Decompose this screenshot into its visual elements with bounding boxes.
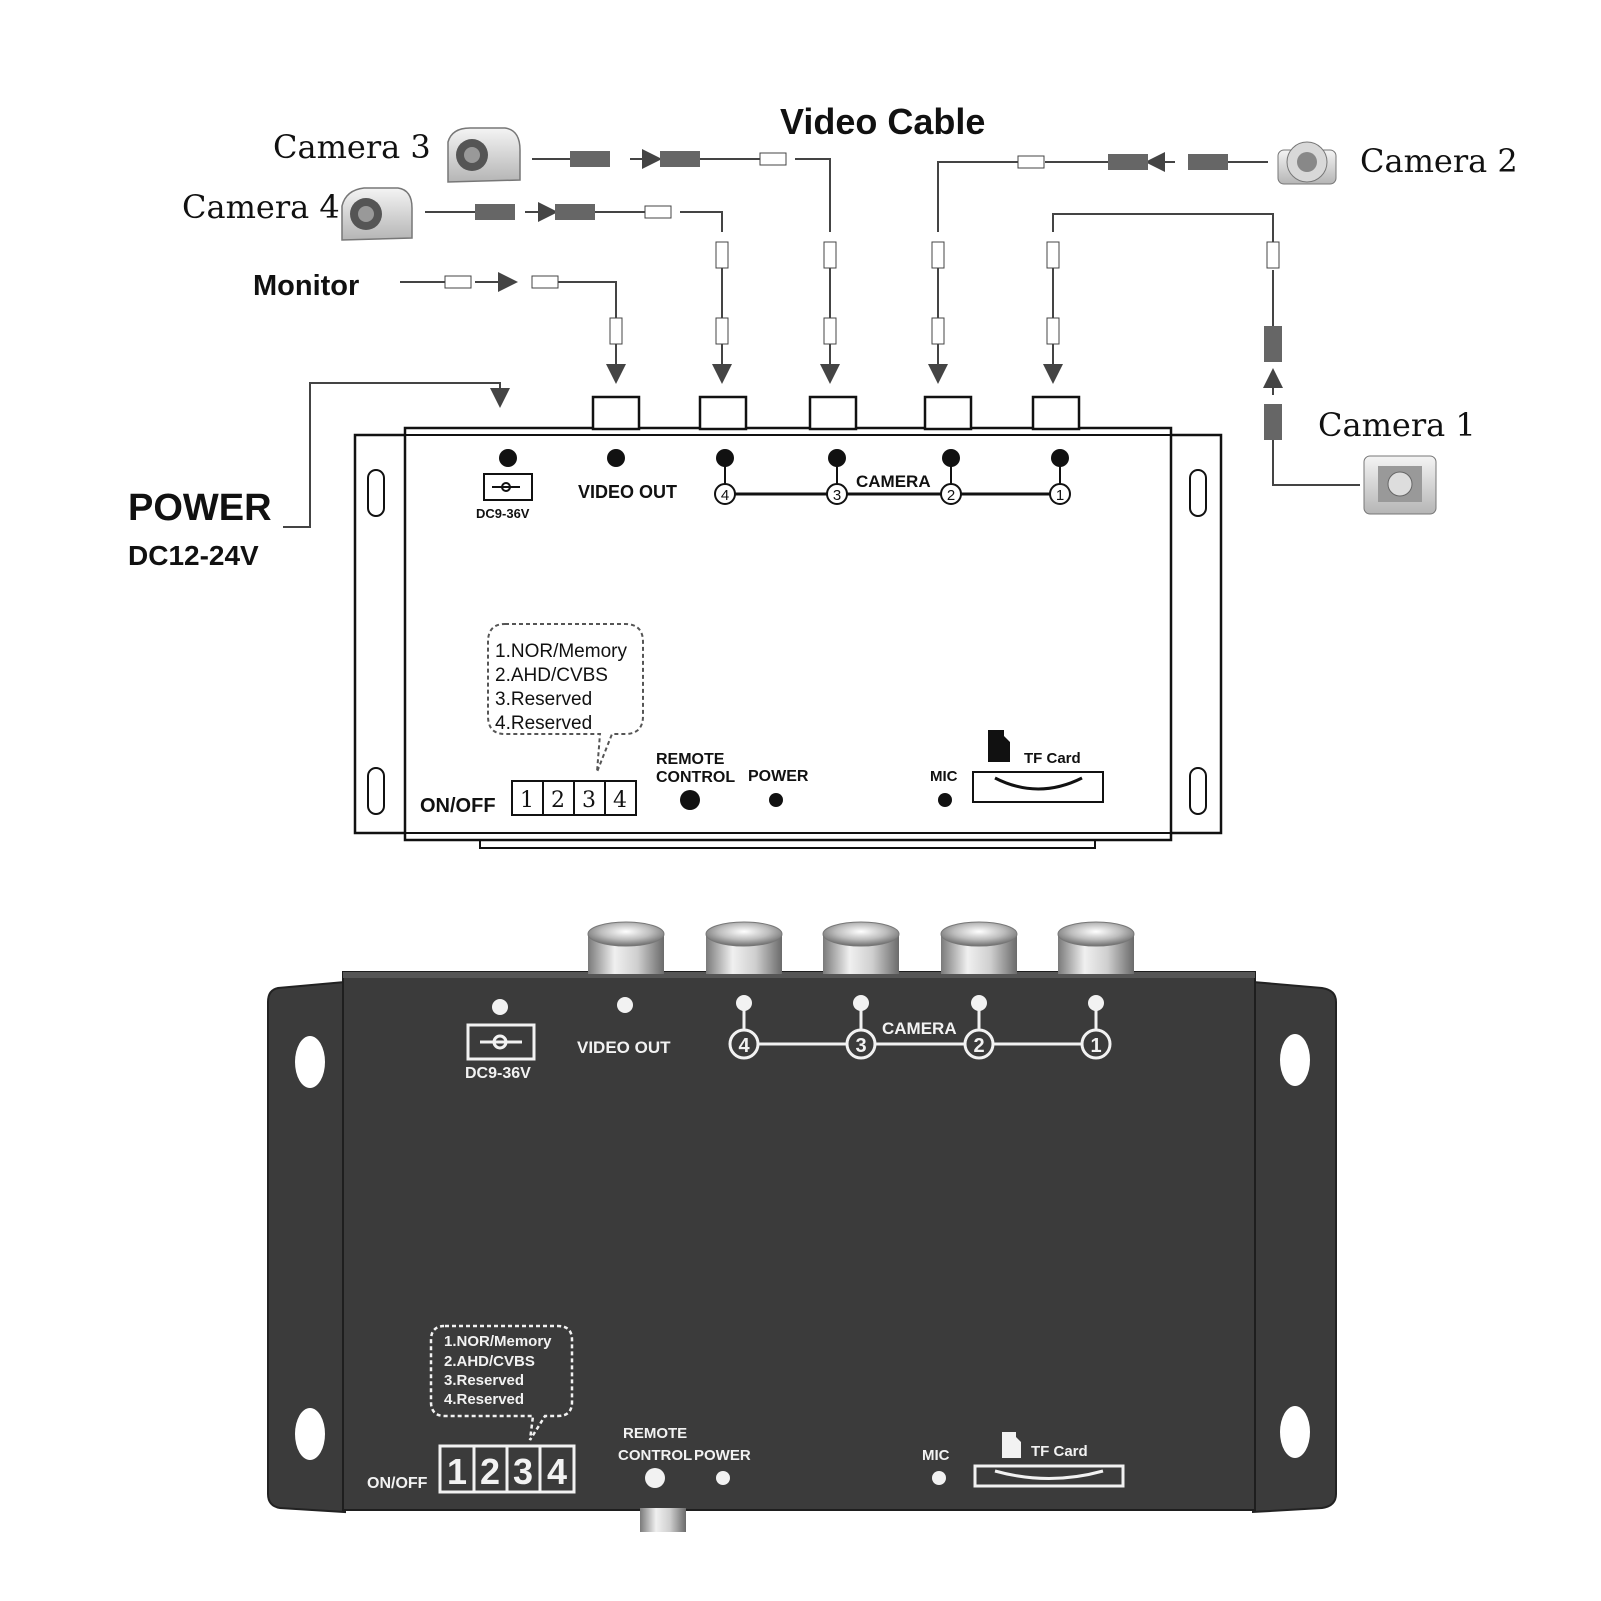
rca-connector-camera-4[interactable]	[705, 921, 783, 974]
remote-control-jack[interactable]	[680, 790, 700, 810]
photo-dip-note-4: 4.Reserved	[444, 1391, 524, 1408]
photo-dc-power-icon	[466, 1023, 536, 1061]
onoff-label: ON/OFF	[420, 795, 496, 817]
dip-note-3: 3.Reserved	[495, 689, 592, 710]
photo-video-out-label: VIDEO OUT	[577, 1038, 671, 1057]
remote-jack-plug	[640, 1508, 686, 1532]
dip-switch-3: 3	[582, 788, 596, 813]
cable-routes	[283, 149, 1360, 528]
photo-port-number-4: 4	[738, 1035, 750, 1057]
photo-dip-switch-1: 1	[447, 1451, 467, 1492]
rca-connector-camera-1[interactable]	[1057, 921, 1135, 974]
camera-1-label: Camera 1	[1318, 406, 1476, 444]
photo-remote-label-line1: REMOTE	[623, 1425, 687, 1442]
photo-port-number-3: 3	[855, 1035, 866, 1057]
photo-remote-label-line2: CONTROL	[618, 1447, 692, 1464]
photo-power-led	[716, 1471, 730, 1485]
tf-card-slot[interactable]	[972, 771, 1104, 803]
port-number-2: 2	[947, 487, 955, 504]
camera-2-icon	[1277, 141, 1337, 185]
power-voltage: DC12-24V	[128, 540, 259, 571]
photo-mic-label: MIC	[922, 1447, 950, 1464]
port-number-3: 3	[833, 487, 841, 504]
photo-dip-switch-3: 3	[513, 1451, 533, 1492]
photo-dip-notes-bubble	[429, 1324, 574, 1441]
dip-notes-bubble	[487, 623, 644, 773]
box-outline-drawing	[353, 395, 1223, 849]
power-led-label: POWER	[748, 768, 809, 785]
photo-dip-note-2: 2.AHD/CVBS	[444, 1353, 535, 1370]
photo-camera-label: CAMERA	[882, 1019, 957, 1038]
photo-tf-card-label: TF Card	[1031, 1443, 1088, 1460]
remote-control-label-line2: CONTROL	[656, 769, 735, 786]
port-circle-1	[1049, 483, 1071, 505]
port-number-4: 4	[721, 487, 729, 504]
dip-note-2: 2.AHD/CVBS	[495, 665, 608, 686]
dc-power-icon	[492, 482, 520, 492]
port-circle-4	[714, 483, 736, 505]
camera-label: CAMERA	[856, 472, 931, 491]
photo-dip-note-3: 3.Reserved	[444, 1372, 524, 1389]
right-mount-flange	[1252, 980, 1337, 1514]
dip-switch-4: 4	[613, 788, 627, 813]
rca-connector-camera-3[interactable]	[822, 921, 900, 974]
left-mount-flange	[267, 980, 346, 1514]
photo-onoff-label: ON/OFF	[367, 1475, 428, 1492]
device-photo: 4 3 2 1 DC9-36V VIDEO OUT CAMERA 1.NOR/M…	[267, 921, 1337, 1532]
port-circle-3	[826, 483, 848, 505]
photo-tf-card-slot[interactable]	[973, 1464, 1125, 1488]
photo-dip-switch-2: 2	[480, 1451, 500, 1492]
power-title: POWER	[128, 487, 272, 529]
port-number-1: 1	[1056, 487, 1064, 504]
dip-switch-block[interactable]	[511, 780, 637, 816]
photo-dc-input-label: DC9-36V	[465, 1065, 531, 1082]
tf-card-label: TF Card	[1024, 750, 1081, 767]
power-led	[769, 793, 783, 807]
photo-sd-card-icon	[1002, 1432, 1021, 1458]
top-diagram: Video Cable Camera 3 Camera 4 Camera 2 C…	[128, 101, 1518, 849]
camera-3-icon	[447, 127, 521, 183]
photo-port-circle-2	[963, 1028, 995, 1060]
photo-port-number-2: 2	[973, 1035, 984, 1057]
device-body	[342, 971, 1256, 1511]
photo-port-circle-4	[728, 1028, 760, 1060]
port-circle-2	[940, 483, 962, 505]
photo-dip-note-1: 1.NOR/Memory	[444, 1333, 552, 1350]
dip-switch-2: 2	[551, 788, 565, 813]
dip-note-1: 1.NOR/Memory	[495, 641, 627, 662]
video-out-label: VIDEO OUT	[578, 482, 677, 502]
monitor-label: Monitor	[253, 270, 359, 302]
dip-note-4: 4.Reserved	[495, 713, 592, 734]
photo-remote-control-jack[interactable]	[645, 1468, 665, 1488]
camera-3-label: Camera 3	[273, 128, 431, 166]
rca-connector-camera-2[interactable]	[940, 921, 1018, 974]
mic-hole	[938, 793, 952, 807]
sd-card-icon	[988, 730, 1010, 762]
photo-port-circle-3	[845, 1028, 877, 1060]
video-cable-title: Video Cable	[780, 101, 985, 142]
photo-power-led-label: POWER	[694, 1447, 751, 1464]
photo-port-number-1: 1	[1090, 1035, 1101, 1057]
rca-connector-video-out[interactable]	[587, 921, 665, 974]
photo-dip-switch-block[interactable]	[438, 1444, 576, 1494]
photo-dip-switch-4: 4	[547, 1451, 567, 1492]
dip-switch-1: 1	[520, 788, 534, 813]
dc-input-label: DC9-36V	[476, 506, 530, 521]
camera-2-label: Camera 2	[1360, 142, 1518, 180]
remote-control-label-line1: REMOTE	[656, 751, 725, 768]
camera-4-icon	[341, 187, 413, 241]
camera-4-label: Camera 4	[182, 188, 340, 226]
photo-mic-hole	[932, 1471, 946, 1485]
photo-port-circle-1	[1080, 1028, 1112, 1060]
camera-1-icon	[1363, 455, 1437, 515]
mic-label: MIC	[930, 768, 958, 785]
